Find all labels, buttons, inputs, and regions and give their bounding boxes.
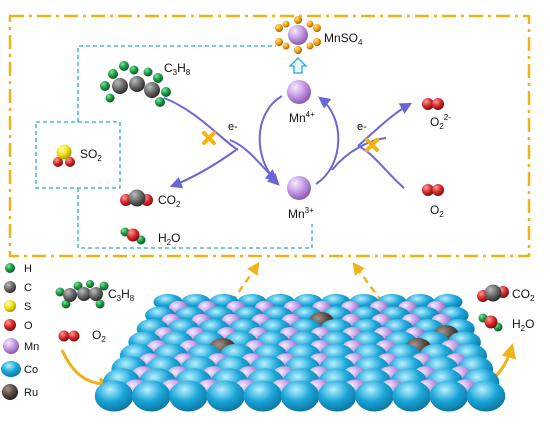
so2-molecule	[53, 144, 75, 167]
co-atom	[280, 380, 320, 412]
co-atom	[243, 380, 283, 412]
reactant-propane-molecule	[55, 280, 109, 309]
h2o-molecule-box	[120, 227, 146, 245]
legend-co-swatch	[1, 361, 21, 377]
reactant-propane-label: C3H8	[108, 287, 135, 303]
legend-mn-swatch	[3, 338, 19, 354]
legend-mn-label: Mn	[24, 341, 39, 353]
so2-label: SO2	[80, 147, 102, 163]
element-legend: H C S O Mn Co Ru	[1, 263, 39, 400]
mnso4-molecule	[275, 16, 321, 54]
legend-h-label: H	[24, 263, 32, 275]
redox-cycle	[163, 95, 413, 189]
h2o-box-label: H2O	[158, 231, 180, 247]
superoxide-molecule	[422, 98, 444, 110]
product-h2o-label: H2O	[512, 317, 534, 333]
co-atom	[355, 380, 394, 412]
co-atom	[169, 380, 208, 412]
co-atom	[429, 380, 469, 412]
electron-right-label: e-	[357, 121, 367, 133]
o2-label: O2	[430, 203, 444, 219]
propane-molecule	[100, 61, 171, 107]
legend-o-swatch	[4, 319, 16, 331]
co-atom	[392, 380, 431, 412]
dashed-connectors	[35, 45, 313, 249]
legend-s-label: S	[24, 301, 31, 313]
co-atom	[206, 380, 245, 412]
co2-molecule-box	[120, 189, 153, 207]
reactant-o2-label: O2	[92, 328, 106, 344]
product-co2-molecule	[477, 284, 509, 302]
reactant-o2-molecule	[58, 330, 80, 342]
mn3-atom	[287, 176, 311, 200]
legend-ru-label: Ru	[24, 387, 38, 399]
legend-ru-swatch	[2, 384, 18, 400]
catalyst-surface	[94, 294, 506, 412]
mn4-label: Mn4+	[289, 110, 315, 125]
legend-c-swatch	[4, 281, 16, 293]
legend-o-label: O	[24, 320, 33, 332]
legend-c-label: C	[24, 282, 32, 294]
mn4-atom	[287, 80, 311, 104]
up-arrow-icon	[288, 57, 308, 74]
co-atom	[317, 380, 357, 412]
mnso4-label: MnSO4	[324, 31, 363, 47]
product-h2o-molecule	[478, 313, 503, 332]
block-x-left-icon	[202, 131, 216, 145]
electron-left-label: e-	[228, 121, 238, 133]
legend-co-label: Co	[24, 364, 38, 376]
block-x-right-icon	[365, 138, 379, 152]
superoxide-label: O22-	[430, 113, 451, 131]
co2-box-label: CO2	[158, 193, 181, 209]
co-atom	[94, 380, 134, 412]
mn3-label: Mn3+	[288, 206, 314, 221]
o2-molecule	[422, 184, 444, 196]
product-co2-label: CO2	[512, 287, 535, 303]
legend-s-swatch	[4, 300, 16, 312]
legend-h-swatch	[5, 263, 15, 273]
mechanism-frame	[8, 14, 531, 258]
surface-to-frame-arrows	[230, 261, 384, 303]
co-atom	[131, 380, 171, 412]
propane-label: C3H8	[164, 61, 191, 77]
co-atom	[466, 380, 506, 412]
